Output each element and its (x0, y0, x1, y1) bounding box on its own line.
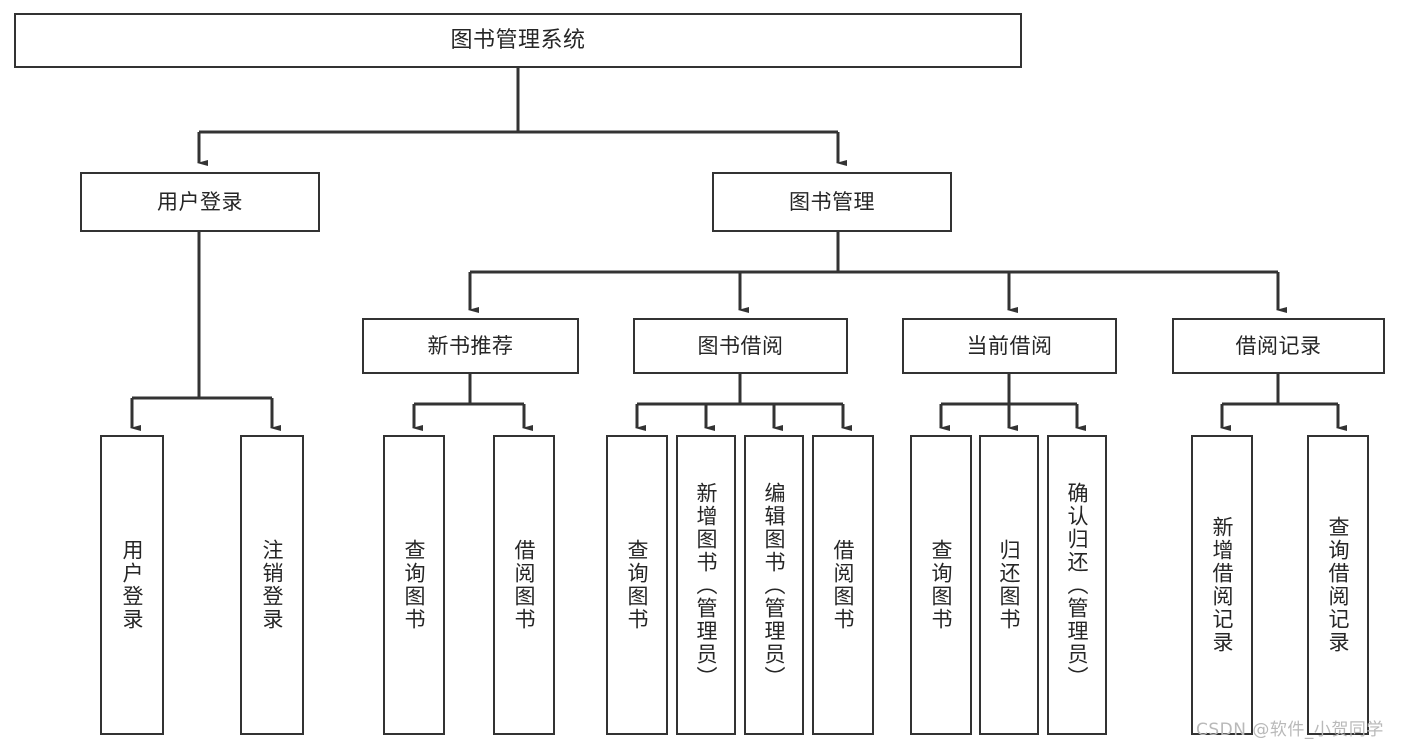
leaf-confirm-return-admin[interactable]: 确认归还（管理员） (1047, 435, 1107, 735)
node-label: 当前借阅 (966, 333, 1053, 358)
node-book-management[interactable]: 图书管理 (712, 172, 952, 232)
leaf-add-book-admin[interactable]: 新增图书（管理员） (676, 435, 736, 735)
leaf-query-borrow-record[interactable]: 查询借阅记录 (1307, 435, 1369, 735)
node-label: 编辑图书（管理员） (762, 481, 787, 689)
node-label: 用户登录 (157, 189, 243, 214)
node-new-book-recommendation[interactable]: 新书推荐 (362, 318, 579, 374)
leaf-borrow-books-newbook[interactable]: 借阅图书 (493, 435, 555, 735)
node-label: 查询借阅记录 (1326, 516, 1351, 654)
node-label: 新增借阅记录 (1210, 516, 1235, 654)
node-label: 查询图书 (402, 539, 427, 631)
node-label: 图书管理 (789, 189, 875, 214)
leaf-add-borrow-record[interactable]: 新增借阅记录 (1191, 435, 1253, 735)
node-label: 用户登录 (120, 539, 145, 631)
node-label: 借阅记录 (1235, 333, 1322, 358)
node-book-borrowing[interactable]: 图书借阅 (633, 318, 848, 374)
leaf-return-books[interactable]: 归还图书 (979, 435, 1039, 735)
node-borrowing-records[interactable]: 借阅记录 (1172, 318, 1385, 374)
node-label: 注销登录 (260, 539, 285, 631)
leaf-query-books-borrow[interactable]: 查询图书 (606, 435, 668, 735)
leaf-borrow-books-borrow[interactable]: 借阅图书 (812, 435, 874, 735)
node-label: 查询图书 (929, 539, 954, 631)
node-root-book-management-system[interactable]: 图书管理系统 (14, 13, 1022, 68)
node-label: 归还图书 (997, 539, 1022, 631)
leaf-logout[interactable]: 注销登录 (240, 435, 304, 735)
leaf-edit-book-admin[interactable]: 编辑图书（管理员） (744, 435, 804, 735)
node-label: 图书借阅 (697, 333, 784, 358)
node-label: 图书管理系统 (450, 27, 586, 53)
leaf-user-login[interactable]: 用户登录 (100, 435, 164, 735)
leaf-query-books-newbook[interactable]: 查询图书 (383, 435, 445, 735)
node-label: 借阅图书 (512, 539, 537, 631)
node-label: 新书推荐 (427, 333, 514, 358)
csdn-watermark: CSDN @软件_小贺同学 (1196, 720, 1384, 740)
node-label: 借阅图书 (831, 539, 856, 631)
leaf-query-books-current[interactable]: 查询图书 (910, 435, 972, 735)
node-label: 确认归还（管理员） (1065, 481, 1090, 689)
node-current-borrowing[interactable]: 当前借阅 (902, 318, 1117, 374)
node-label: 查询图书 (625, 539, 650, 631)
node-label: 新增图书（管理员） (694, 481, 719, 689)
node-user-login[interactable]: 用户登录 (80, 172, 320, 232)
